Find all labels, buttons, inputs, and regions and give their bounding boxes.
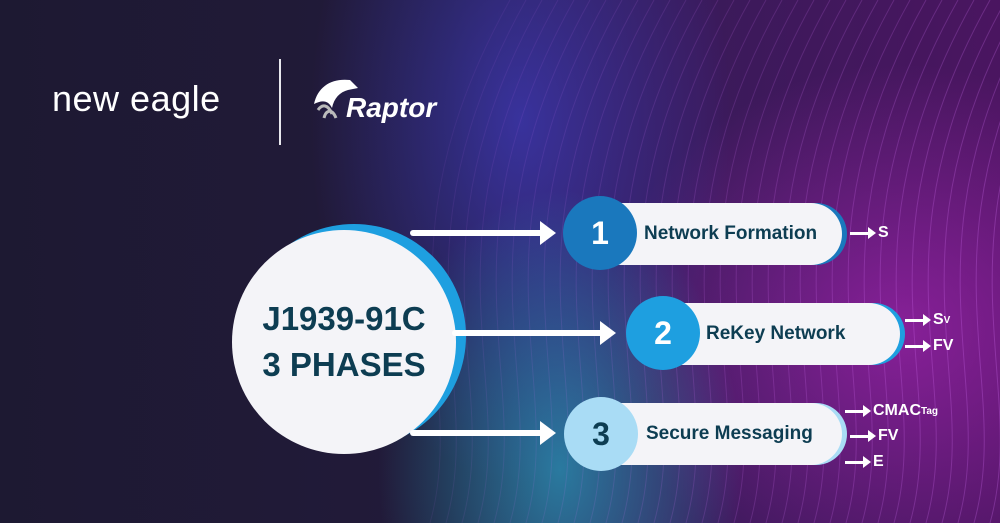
wave-line — [429, 0, 511, 523]
phase-2-number: 2 — [626, 296, 700, 370]
wave-line — [925, 10, 1000, 523]
wave-line — [493, 0, 575, 523]
raptor-logo: Raptor — [346, 92, 437, 123]
phase-1-number: 1 — [563, 196, 637, 270]
wave-line — [909, 0, 991, 523]
wave-line — [893, 0, 975, 523]
eagle-icon — [314, 79, 358, 119]
logo-divider — [279, 59, 281, 145]
wave-line — [813, 0, 895, 523]
wave-line — [461, 0, 543, 523]
wave-line — [445, 0, 527, 523]
wave-line — [477, 0, 559, 523]
wave-line — [877, 0, 959, 523]
new-eagle-logo: new eagle — [52, 78, 221, 119]
phase-3-output: FV — [850, 427, 898, 445]
wave-line — [941, 41, 1000, 523]
phase-label: Network Formation — [644, 223, 818, 244]
wave-line — [509, 0, 591, 523]
wave-line — [957, 77, 1000, 523]
phase-2-output: FV — [905, 337, 953, 355]
arrow-to-phase-3 — [410, 421, 556, 445]
center-title: J1939-91C — [262, 300, 426, 337]
phase-label: Secure Messaging — [646, 423, 813, 444]
phase-label: ReKey Network — [706, 323, 846, 344]
arrow-to-phase-1 — [410, 221, 556, 245]
phase-1-output: S — [850, 224, 889, 242]
arrow-to-phase-2 — [452, 321, 616, 345]
wave-line — [525, 0, 607, 523]
wave-line — [829, 0, 911, 523]
phase-3-number: 3 — [564, 397, 638, 471]
center-subtitle: 3 PHASES — [262, 346, 426, 383]
center-circle: J1939-91C 3 PHASES — [232, 230, 456, 454]
wave-line — [989, 184, 1000, 523]
phase-3-output: E — [845, 453, 884, 471]
wave-line — [541, 0, 623, 523]
wave-line — [557, 0, 639, 523]
wave-line — [973, 121, 1000, 523]
wave-line — [861, 0, 943, 523]
